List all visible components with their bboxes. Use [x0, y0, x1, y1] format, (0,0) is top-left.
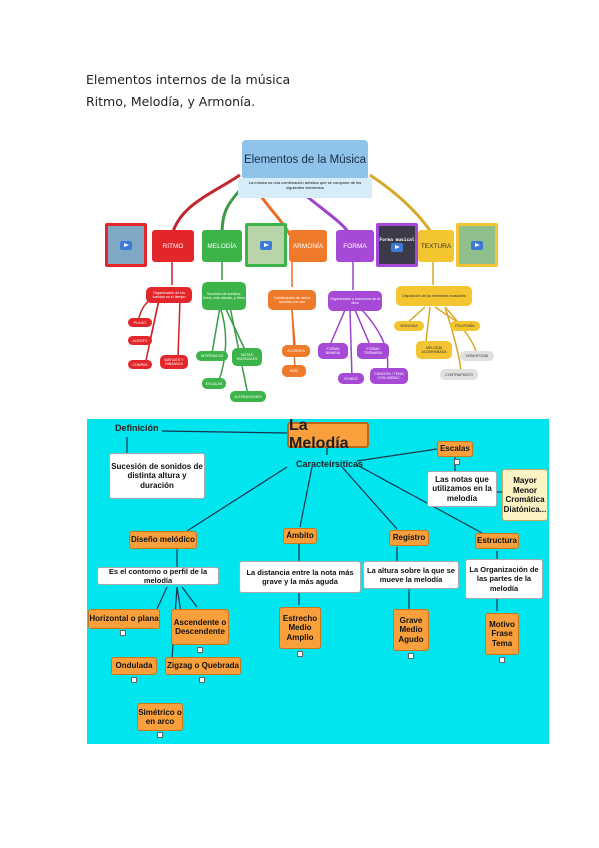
node-textura: TEXTURA — [418, 230, 454, 262]
escalas-node: Escalas — [437, 441, 473, 457]
node-armonia: ARMONÍA — [289, 230, 327, 262]
play-icon — [120, 240, 132, 250]
melodia-item: INTERVALOS — [196, 351, 228, 361]
link-icon[interactable] — [499, 657, 505, 663]
melodia-item: ALTERACIONES — [230, 391, 266, 402]
music-elements-map: Elementos de la Música La música es una … — [100, 135, 500, 405]
definition-label: Definición — [115, 423, 159, 433]
escalas-types: Mayor Menor Cromática Diatónica... — [502, 469, 548, 521]
link-icon[interactable] — [197, 647, 203, 653]
link-icon[interactable] — [454, 459, 460, 465]
armonia-item: RAÍZ — [282, 365, 306, 377]
textura-item: POLIFONÍA — [450, 321, 480, 331]
simetrico-node: Simétrico o en arco — [137, 703, 183, 731]
forma-item: FORMA BINARIA — [318, 343, 348, 359]
diseno-node: Diseño melódico — [129, 531, 197, 549]
textura-item: MONODIA — [394, 321, 424, 331]
link-icon[interactable] — [120, 630, 126, 636]
node-melodia: MELODÍA — [202, 230, 242, 262]
ritmo-item: MATICES Y DINÁMICA — [160, 355, 188, 369]
textura-item: CONTRAPUNTO — [440, 369, 478, 380]
node-ritmo: RITMO — [152, 230, 194, 262]
map1-title-box: Elementos de la Música — [242, 140, 368, 180]
ritmo-item: COMPAS — [128, 360, 152, 369]
textura-item: MELODÍA ACOMPAÑADA — [416, 341, 452, 359]
map1-title: Elementos de la Música — [243, 154, 367, 166]
ondulada-node: Ondulada — [111, 657, 157, 675]
link-icon[interactable] — [199, 677, 205, 683]
estructura-desc: La Organización de las partes de la melo… — [465, 559, 543, 599]
escalas-desc: Las notas que utilizamos en la melodía — [427, 471, 497, 507]
ritmo-item: ACENTO — [128, 336, 152, 345]
textura-desc: Disposición de los elementos musicales — [396, 286, 472, 306]
play-icon — [260, 240, 272, 250]
ritmo-item: PULSO — [128, 318, 152, 327]
characteristics-label: Caracteirsiticas — [296, 459, 364, 469]
estructura-node: Estructura — [475, 533, 519, 549]
horizontal-node: Horizontal o plana — [88, 609, 160, 629]
link-icon[interactable] — [131, 677, 137, 683]
melody-concept-map: La Melodía Definición Sucesión de sonido… — [87, 419, 549, 744]
link-icon[interactable] — [157, 732, 163, 738]
link-icon[interactable] — [408, 653, 414, 659]
zigzag-node: Zigzag o Quebrada — [165, 657, 241, 675]
play-icon — [391, 243, 403, 252]
melodia-item: ESCALAS — [202, 378, 226, 389]
link-icon[interactable] — [297, 651, 303, 657]
forma-video-thumb[interactable]: Forma musical — [376, 223, 418, 267]
registro-node: Registro — [389, 530, 429, 546]
forma-item: RONDÓ — [338, 373, 364, 384]
armonia-item: ACORDES — [282, 345, 310, 357]
ambito-node: Ámbito — [283, 528, 317, 544]
estructura-types: Motivo Frase Tema — [485, 613, 519, 655]
forma-desc: Organización y estructura de la obra — [328, 291, 382, 311]
textura-item: HOMOFONÍA — [460, 351, 494, 361]
play-icon — [471, 240, 483, 250]
node-forma: FORMA — [336, 230, 374, 262]
forma-item: CANCIÓN / TEMA CON VARIAC. — [370, 368, 408, 384]
forma-thumb-text: Forma musical — [379, 238, 415, 243]
heading-subtitle: Ritmo, Melodía, y Armonía. — [86, 94, 256, 109]
registro-types: Grave Medio Agudo — [393, 609, 429, 651]
melodia-video-thumb[interactable] — [245, 223, 287, 267]
textura-video-thumb[interactable] — [456, 223, 498, 267]
forma-item: FORMA TERNARIA — [357, 343, 389, 359]
map1-subtitle: La música es una combinación artística q… — [238, 178, 372, 198]
ambito-types: Estrecho Medio Amplio — [279, 607, 321, 649]
ritmo-video-thumb[interactable] — [105, 223, 147, 267]
ascendente-node: Ascendente o Descendente — [171, 609, 229, 645]
diseno-desc: Es el contorno o perfil de la melodía — [97, 567, 219, 585]
ambito-desc: La distancia entre la nota más grave y l… — [239, 561, 361, 593]
map2-title: La Melodía — [287, 419, 369, 452]
melodia-item: NOTAS MUSICALES — [232, 348, 262, 366]
armonia-desc: Combinación de varios sonidos a la vez — [268, 290, 316, 310]
heading-elements: Elementos internos de la música — [86, 72, 291, 87]
definition-text: Sucesión de sonidos de distinta altura y… — [109, 453, 205, 499]
melodia-desc: Sucesión de sonidos, fuera, más alturas,… — [202, 282, 246, 310]
ritmo-desc: Organización de los sonidos en el tiempo — [146, 287, 192, 303]
registro-desc: La altura sobre la que se mueve la melod… — [363, 561, 459, 589]
